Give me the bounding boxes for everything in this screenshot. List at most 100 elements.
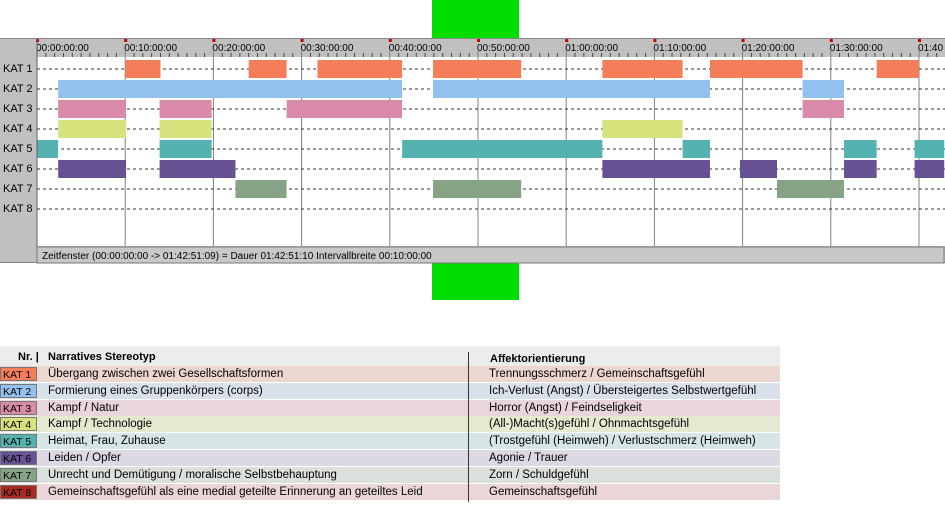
- row-label: KAT 1: [3, 63, 33, 75]
- tick-label: 01:00:00:00: [565, 43, 618, 54]
- tick-label: 00:40:00:00: [389, 43, 442, 54]
- segment-kat4: [602, 120, 683, 138]
- kat-badge: KAT 8: [0, 484, 37, 499]
- segment-kat2: [802, 80, 845, 98]
- segment-kat2: [433, 80, 710, 98]
- tick-label: 00:00:00:00: [36, 43, 89, 54]
- legend-affekt: Agonie / Trauer: [489, 452, 568, 464]
- legend-stereotyp: Gemeinschaftsgefühl als eine medial gete…: [48, 485, 423, 498]
- kat-badge: KAT 1: [0, 367, 37, 381]
- row-label: KAT 2: [3, 83, 33, 95]
- legend-header: Nr. | Narratives Stereotyp Affektorienti…: [0, 346, 780, 368]
- legend-stereotyp: Kampf / Technologie: [48, 418, 152, 431]
- footer-bar: [36, 246, 945, 264]
- tick-label: 01:10:00:00: [653, 43, 706, 54]
- legend-header-stereotyp: Narratives Stereotyp: [48, 351, 156, 363]
- segment-kat5: [159, 140, 212, 158]
- legend-stereotyp: Heimat, Frau, Zuhause: [48, 435, 166, 448]
- kat-badge: KAT 7: [0, 467, 37, 482]
- legend-stereotyp: Kampf / Natur: [48, 401, 119, 414]
- tick-marker: [300, 39, 304, 42]
- legend-stereotyp: Leiden / Opfer: [48, 452, 121, 464]
- legend-affekt: Trennungsschmerz / Gemeinschaftsgefühl: [489, 368, 705, 380]
- kat-badge: KAT 6: [0, 451, 37, 465]
- kat-badge: KAT 2: [0, 383, 37, 398]
- legend-affekt: Zorn / Schuldgefühl: [489, 468, 589, 481]
- legend-affekt: (All-)Macht(s)gefühl / Ohnmachtsgefühl: [489, 418, 690, 431]
- segment-kat6: [602, 160, 710, 178]
- segment-kat1: [317, 60, 403, 78]
- segment-kat5: [402, 140, 603, 158]
- segment-kat3: [58, 100, 127, 118]
- segment-kat3: [286, 100, 403, 118]
- segment-kat3: [802, 100, 845, 118]
- legend-affekt: Horror (Angst) / Feindseligkeit: [489, 401, 642, 414]
- segment-kat1: [876, 60, 919, 78]
- legend-row: KAT 6 Leiden / Opfer Agonie / Trauer: [0, 450, 780, 466]
- green-marker-bottom: [432, 263, 519, 300]
- tick-marker: [918, 39, 921, 42]
- tick-label: 01:40: [918, 43, 943, 54]
- tick-marker: [477, 39, 480, 42]
- legend-affekt: Ich-Verlust (Angst) / Übersteigertes Sel…: [489, 384, 757, 397]
- tick-marker: [388, 39, 392, 42]
- timeline-panel: 00:00:00:00 00:10:00:00 00:20:00:00 00:30:0…: [0, 38, 945, 264]
- segment-kat4: [159, 120, 212, 138]
- tick-label: 00:50:00:00: [477, 43, 530, 54]
- segment-kat1: [248, 60, 287, 78]
- kat-badge: KAT 4: [0, 417, 37, 432]
- legend-affekt: Gemeinschaftsgefühl: [489, 485, 598, 498]
- segment-kat7: [433, 180, 522, 198]
- segment-kat6: [58, 160, 127, 178]
- footer-text: Zeitfenster (00:00:00:00 -> 01:42:51:09)…: [42, 251, 432, 262]
- row-label: KAT 8: [3, 203, 33, 215]
- tick-label: 01:30:00:00: [830, 43, 883, 54]
- segment-kat3: [159, 100, 212, 118]
- segment-kat1: [433, 60, 522, 78]
- legend-row: KAT 5 Heimat, Frau, Zuhause (Trostgefühl (…: [0, 433, 780, 450]
- segment-kat6: [159, 160, 236, 178]
- row-label: KAT 4: [3, 123, 33, 135]
- tick-label: 00:20:00:00: [212, 43, 265, 54]
- segment-kat1: [125, 60, 161, 78]
- tick-marker: [741, 39, 745, 42]
- kat-badge: KAT 5: [0, 434, 37, 449]
- legend-row: KAT 4 Kampf / Technologie (All-)Macht(s)ge…: [0, 416, 780, 433]
- timeline-chart: 00:00:00:00 00:10:00:00 00:20:00:00 00:30:0…: [3, 39, 945, 264]
- segment-kat1: [602, 60, 683, 78]
- row-label: KAT 3: [3, 103, 33, 115]
- segment-kat6: [844, 160, 877, 178]
- legend-row: KAT 2 Formierung eines Gruppenkörpers (co…: [0, 382, 780, 399]
- segment-kat7: [235, 180, 287, 198]
- tick-marker: [124, 39, 128, 42]
- segment-kat2: [58, 80, 403, 98]
- tick-marker: [565, 39, 569, 42]
- legend-affekt: (Trostgefühl (Heimweh) / Verlustschmerz …: [489, 435, 756, 448]
- tick-marker: [653, 39, 657, 42]
- row-label: KAT 5: [3, 143, 33, 155]
- row-label: KAT 6: [3, 163, 33, 175]
- row-label: KAT 7: [3, 183, 33, 195]
- legend-row: KAT 1 Übergang zwischen zwei Gesellschaft…: [0, 366, 780, 382]
- tick-label: 00:10:00:00: [124, 43, 177, 54]
- legend-row: KAT 7 Unrecht und Demütigung / moralische…: [0, 466, 780, 483]
- segment-kat4: [58, 120, 127, 138]
- segment-kat6: [914, 160, 945, 178]
- tick-header-background: [37, 39, 945, 57]
- green-marker-top: [432, 0, 519, 38]
- legend-stereotyp: Übergang zwischen zwei Gesellschaftsform…: [48, 368, 284, 380]
- tick-marker: [829, 39, 833, 42]
- segment-kat1: [709, 60, 803, 78]
- segment-kat5: [682, 140, 710, 158]
- tick-marker: [212, 39, 216, 42]
- segment-kat7: [776, 180, 845, 198]
- legend-stereotyp: Unrecht und Demütigung / moralische Selb…: [48, 468, 337, 481]
- segment-kat6: [739, 160, 777, 178]
- legend-column-separator: [468, 352, 469, 502]
- segment-kat5: [844, 140, 877, 158]
- legend-table: Nr. | Narratives Stereotyp Affektorienti…: [0, 342, 780, 510]
- legend-stereotyp: Formierung eines Gruppenkörpers (corps): [48, 384, 263, 397]
- segment-kat5: [37, 140, 59, 158]
- tick-label: 00:30:00:00: [301, 43, 354, 54]
